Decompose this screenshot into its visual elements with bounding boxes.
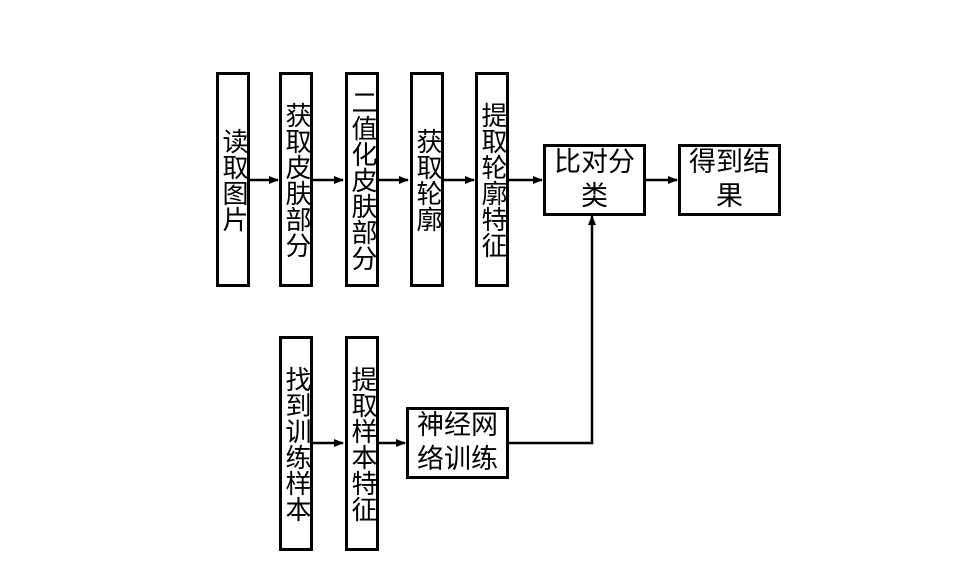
node-read-image: 读取图片	[216, 72, 250, 287]
node-extract-sample-features: 提取样本特征	[345, 336, 379, 551]
node-extract-contour-features-label: 提取轮廓特征	[477, 101, 507, 258]
node-find-training-samples-label: 找到训练样本	[281, 365, 311, 522]
node-nn-training: 神经网络训练	[406, 407, 509, 479]
node-binarize-skin-label: 二值化皮肤部分	[347, 88, 377, 271]
node-read-image-label: 读取图片	[218, 127, 248, 232]
node-get-result: 得到结果	[678, 144, 781, 216]
node-binarize-skin: 二值化皮肤部分	[345, 72, 379, 287]
node-find-training-samples: 找到训练样本	[279, 336, 313, 551]
node-get-contour-label: 获取轮廓	[412, 127, 442, 232]
node-get-contour: 获取轮廓	[410, 72, 444, 287]
node-compare-classify: 比对分类	[543, 144, 646, 216]
node-nn-training-label: 神经网络训练	[417, 410, 498, 475]
node-get-skin: 获取皮肤部分	[279, 72, 313, 287]
arrow-training-to-classify	[508, 215, 596, 445]
node-get-skin-label: 获取皮肤部分	[281, 101, 311, 258]
node-get-result-label: 得到结果	[689, 147, 770, 212]
node-compare-classify-label: 比对分类	[554, 147, 635, 212]
node-extract-sample-features-label: 提取样本特征	[347, 365, 377, 522]
node-extract-contour-features: 提取轮廓特征	[475, 72, 509, 287]
